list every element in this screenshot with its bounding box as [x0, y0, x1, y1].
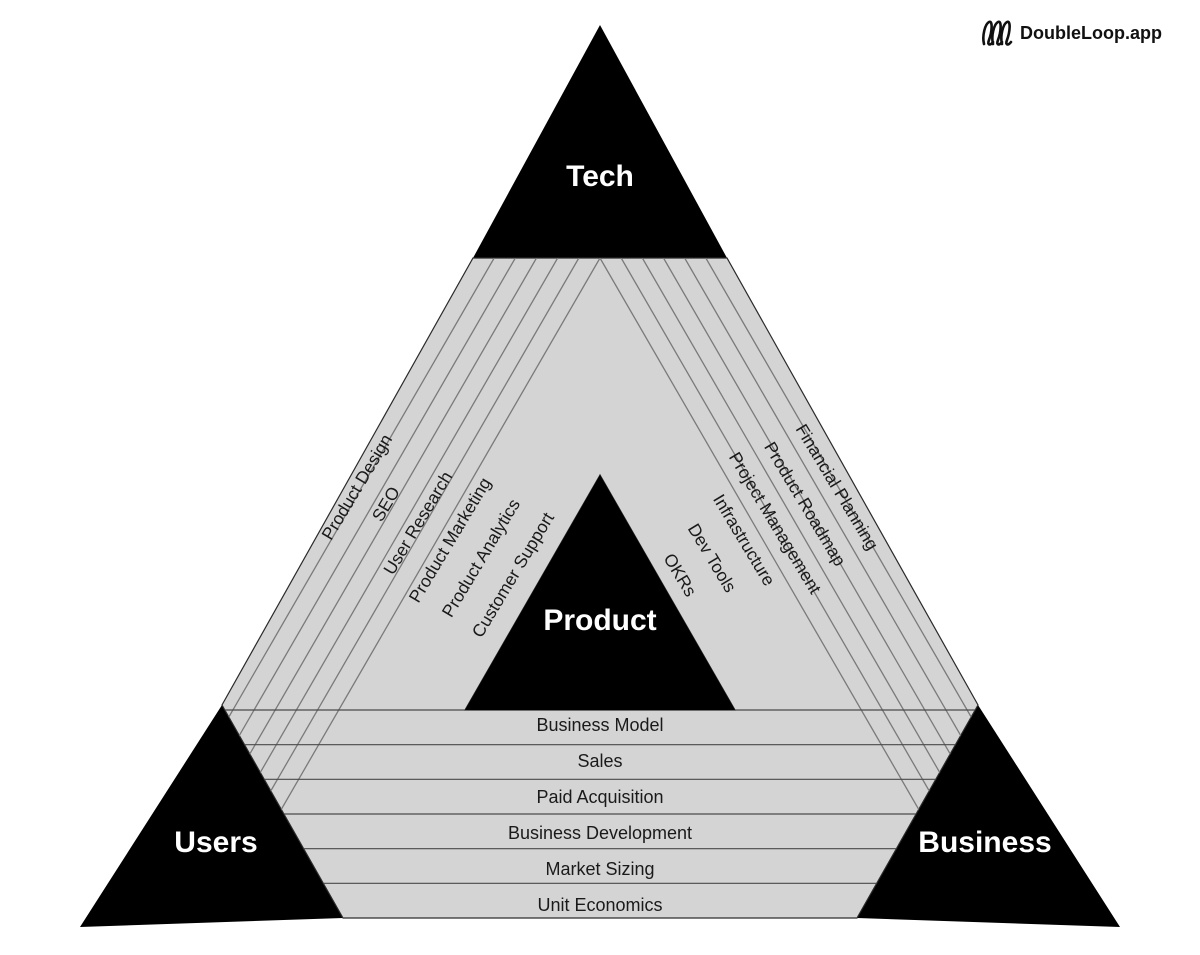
bottom-band-label: Market Sizing [545, 859, 654, 879]
bottom-band-label: Business Model [536, 715, 663, 735]
right-band-separator [684, 258, 978, 918]
brand-logo[interactable]: DoubleLoop.app [980, 16, 1162, 50]
tech-corner-triangle [473, 25, 727, 258]
brand-name: DoubleLoop.app [1020, 22, 1162, 43]
left-band-separator [222, 258, 516, 918]
left-band-separator [222, 258, 495, 918]
users-corner-triangle [80, 705, 343, 927]
business-label: Business [918, 826, 1051, 859]
business-corner-triangle [857, 705, 1120, 927]
double-loop-logo-icon [982, 20, 1013, 46]
bottom-band-label: Business Development [508, 823, 692, 843]
bottom-band-label: Paid Acquisition [536, 787, 663, 807]
product-label: Product [543, 604, 656, 637]
bottom-band-label: Unit Economics [537, 895, 662, 915]
product-center-triangle [465, 475, 735, 710]
right-band-separator [705, 258, 978, 918]
right-band-separator [662, 258, 978, 918]
left-band-separator [222, 258, 538, 918]
bottom-band-label: Sales [577, 751, 622, 771]
tech-label: Tech [566, 160, 634, 193]
left-band-separator [222, 258, 559, 918]
right-band-separator [641, 258, 978, 918]
users-label: Users [174, 826, 257, 859]
